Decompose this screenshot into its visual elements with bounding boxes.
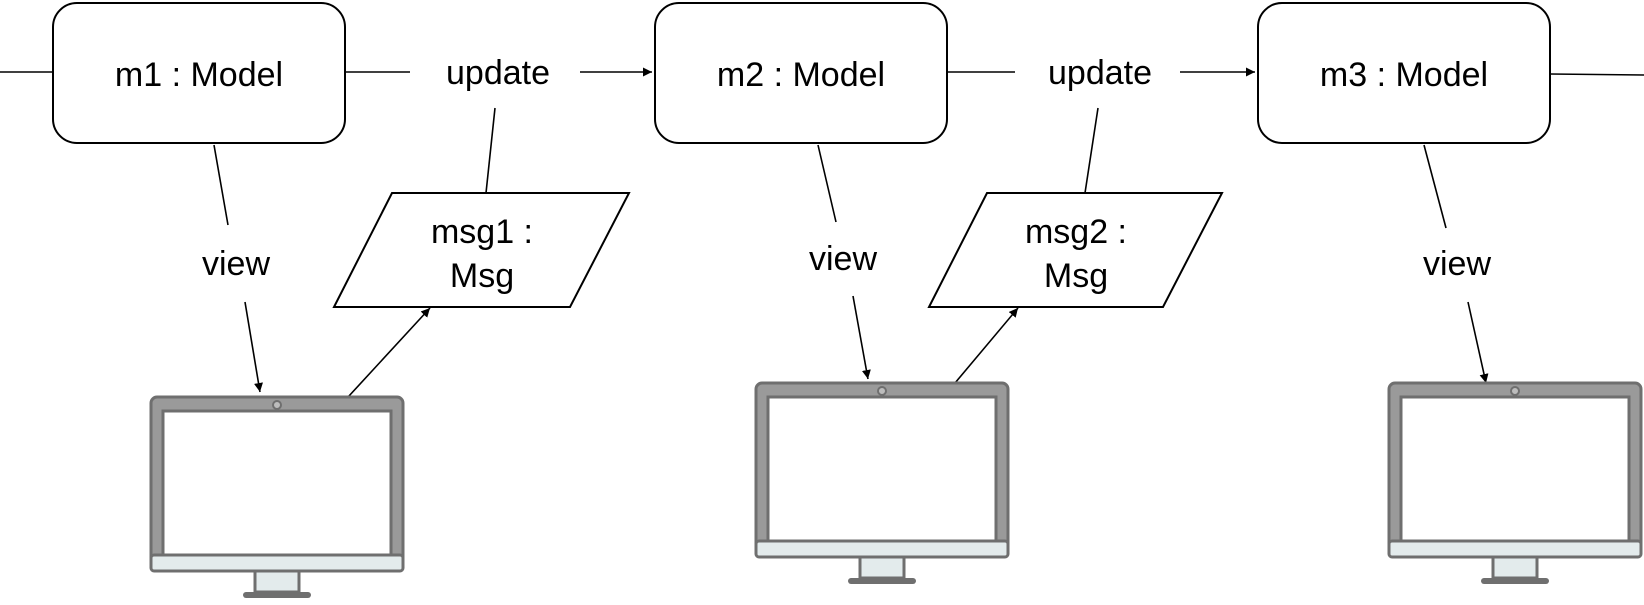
message-label-line2: Msg: [450, 257, 514, 295]
message-box-msg2: msg2 : Msg: [927, 192, 1224, 308]
edge-m3-view3: [1423, 144, 1447, 229]
message-label-line1: msg1 :: [431, 213, 533, 251]
model-box-m1: m1 : Model: [52, 2, 346, 144]
model-label: m2 : Model: [717, 56, 885, 94]
model-box-m2: m2 : Model: [654, 2, 948, 144]
edge-view3-monitor3: [1467, 301, 1489, 384]
edge-monitor1-msg1: [336, 307, 431, 410]
edge-update2-msg2: [1084, 107, 1099, 194]
update-label: update: [1048, 54, 1152, 92]
view-label: view: [1423, 245, 1491, 283]
update-label: update: [446, 54, 550, 92]
edge-m1-view1: [213, 144, 229, 226]
message-label-line2: Msg: [1044, 257, 1108, 295]
view-label: view: [202, 245, 270, 283]
edge-outgoing: [1549, 73, 1644, 76]
edge-update1-msg1: [485, 107, 496, 194]
view-label: view: [809, 240, 877, 278]
edge-monitor2-msg2: [954, 307, 1019, 384]
edge-view2-monitor2: [852, 295, 871, 380]
model-label: m1 : Model: [115, 56, 283, 94]
edge-view1-monitor1: [244, 301, 263, 393]
model-box-m3: m3 : Model: [1257, 2, 1551, 144]
monitor-icon: [149, 395, 405, 598]
monitor-icon: [754, 381, 1010, 584]
message-label-line1: msg2 :: [1025, 213, 1127, 251]
model-label: m3 : Model: [1320, 56, 1488, 94]
message-box-msg1: msg1 : Msg: [332, 192, 631, 308]
monitor-icon: [1387, 381, 1643, 584]
edge-m2-view2: [817, 144, 837, 223]
